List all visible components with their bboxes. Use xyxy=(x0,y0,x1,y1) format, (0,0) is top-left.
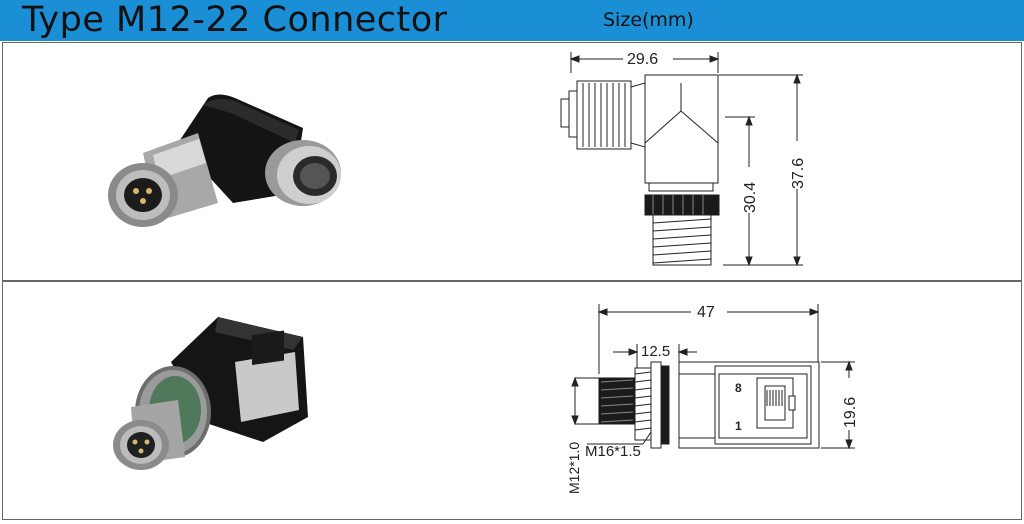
page-title: Type M12-22 Connector xyxy=(22,0,448,40)
pin-1-label: 1 xyxy=(735,419,742,433)
connector-2-photo xyxy=(113,317,308,470)
thread-m16-label: M16*1.5 xyxy=(585,443,641,460)
connector-1-photo xyxy=(108,94,341,227)
dim-height-inner-label: 30.4 xyxy=(742,182,759,213)
dim-height-total-label: 37.6 xyxy=(790,158,807,189)
connector-panel-1: 29.6 30.4 37.6 xyxy=(2,42,1022,281)
connector-2-illustration: 47 12.5 19.6 M16*1.5 M12*1.0 8 1 xyxy=(113,304,859,494)
connector-2-drawing xyxy=(571,304,855,450)
header-bar: Type M12-22 Connector Size(mm) xyxy=(0,0,1024,41)
pin-8-label: 8 xyxy=(735,381,742,395)
dim-thread-len-label: 12.5 xyxy=(641,343,670,360)
size-label: Size(mm) xyxy=(603,9,694,31)
connector-1-illustration: 29.6 30.4 37.6 xyxy=(108,51,807,267)
dim-height-label: 19.6 xyxy=(842,397,859,428)
dim-length-label: 47 xyxy=(697,304,715,321)
thread-m12-label: M12*1.0 xyxy=(566,442,582,494)
dim-width-label: 29.6 xyxy=(627,51,658,68)
connector-panel-2: 47 12.5 19.6 M16*1.5 M12*1.0 8 1 xyxy=(2,281,1022,520)
connector-1-drawing xyxy=(560,52,803,267)
